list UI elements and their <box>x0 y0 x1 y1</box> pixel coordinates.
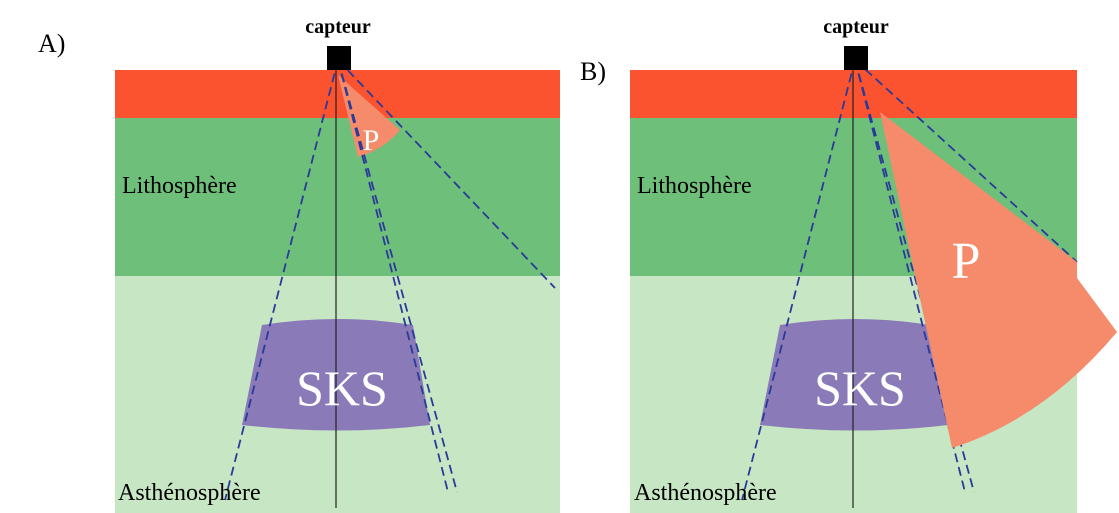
panel-b-ray-right-2 <box>854 59 975 493</box>
panel-a-crust-layer <box>115 70 560 118</box>
panel-a-ray-left <box>224 59 339 501</box>
panel-b-sks-sector <box>760 319 948 431</box>
panel-a-lithosphere-label: Lithosphère <box>122 173 237 199</box>
panel-b-p-label: P <box>952 233 981 290</box>
panel-b-p-sector <box>880 112 1117 448</box>
panel-a-p-sector <box>338 75 400 157</box>
panel-b-sks-label: SKS <box>814 360 906 416</box>
panel-b-sensor-label: capteur <box>823 16 889 38</box>
panel-a-ray-right-2 <box>337 59 458 493</box>
panel-b: B) capteur Lithosphère Asthénosphère P S… <box>580 16 1117 513</box>
panel-b-ray-left <box>741 59 856 501</box>
panel-b-ray-p <box>854 59 1078 263</box>
panel-a-sks-label: SKS <box>296 360 388 416</box>
panel-a-asthenosphere-label: Asthénosphère <box>118 480 261 506</box>
panel-a-p-label: P <box>363 124 380 157</box>
panel-a-sensor-icon <box>327 46 351 70</box>
panel-b-sensor-icon <box>844 46 868 70</box>
panel-a-sensor-label: capteur <box>305 16 371 38</box>
panel-b-lithosphere-label: Lithosphère <box>637 173 752 199</box>
panel-a-ray-p <box>337 59 556 289</box>
panel-a: A) capteur Lithosphère Asthénosphère P S… <box>38 16 560 513</box>
panel-a-lithosphere-layer <box>115 118 560 276</box>
panel-b-label: B) <box>580 57 606 86</box>
panel-a-ray-right-1 <box>337 59 449 493</box>
panel-a-label: A) <box>38 29 65 58</box>
panel-b-asthenosphere-label: Asthénosphère <box>634 480 777 506</box>
